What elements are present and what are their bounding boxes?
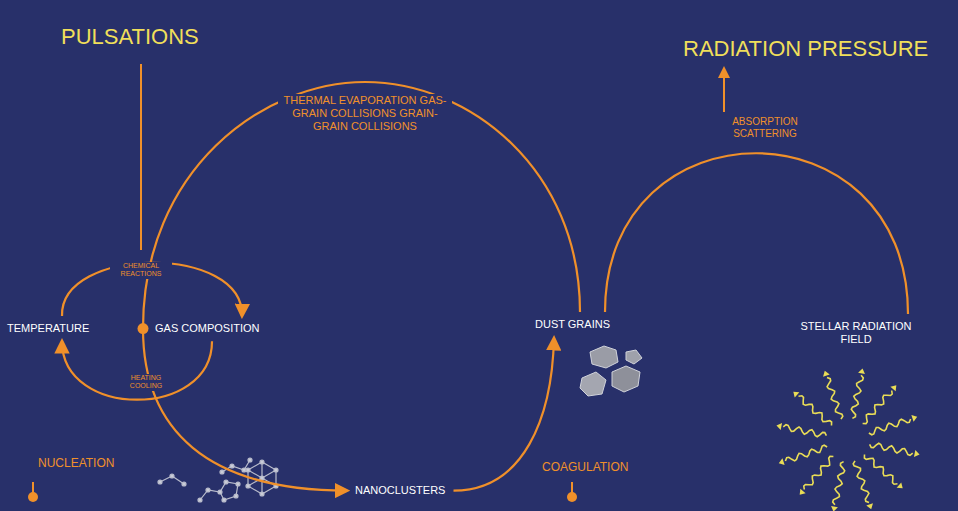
light-ray — [827, 377, 843, 419]
ray-head — [866, 503, 873, 509]
pressure-arrow — [723, 76, 725, 112]
ray-head — [779, 458, 785, 465]
radiation-star — [776, 368, 919, 511]
light-ray — [870, 443, 913, 455]
ray-head — [890, 385, 896, 391]
light-ray — [851, 375, 863, 418]
ray-head — [914, 450, 920, 457]
ray-head — [823, 371, 830, 377]
node-text: GAS COMPOSITION — [155, 322, 260, 335]
state-node: DUST GRAINS — [532, 316, 613, 333]
node-text: TEMPERATURE — [7, 322, 89, 335]
light-ray — [864, 455, 897, 485]
node-text: STELLAR RADIATION FIELD — [793, 320, 919, 346]
light-ray — [799, 396, 832, 426]
light-ray — [833, 462, 845, 505]
ray-head — [800, 489, 806, 495]
flow-arrow — [454, 338, 555, 490]
light-ray — [783, 425, 826, 437]
edge-label: THERMAL EVAPORATION GAS-GRAIN COLLISIONS… — [278, 94, 452, 134]
flow-arrow — [62, 341, 212, 400]
ray-head — [776, 423, 782, 430]
pin-dot — [567, 492, 577, 502]
junction-dot — [138, 323, 149, 334]
light-ray — [804, 456, 834, 489]
flow-arrow — [605, 153, 908, 314]
flow-arrow — [143, 329, 347, 491]
edge-label: CHEMICAL REACTIONS — [110, 262, 172, 279]
state-node: STELLAR RADIATION FIELD — [790, 318, 922, 348]
ray-head — [897, 482, 903, 488]
pin-dot — [28, 492, 38, 502]
process-label: COAGULATION — [540, 460, 630, 474]
arrow-head — [718, 66, 730, 78]
state-node: NANOCLUSTERS — [352, 482, 448, 499]
state-node: GAS COMPOSITION — [152, 320, 263, 337]
flow-arrow — [62, 263, 242, 316]
node-text: RADIATION PRESSURE — [683, 36, 928, 62]
light-ray — [869, 419, 911, 435]
light-ray — [785, 445, 827, 461]
dust-rocks — [580, 346, 642, 396]
heading-node: RADIATION PRESSURE — [680, 34, 931, 64]
process-label: NUCLEATION — [36, 456, 116, 470]
light-ray — [863, 391, 893, 424]
node-text: PULSATIONS — [61, 24, 199, 50]
ray-head — [911, 415, 917, 422]
ray-head — [831, 506, 838, 511]
pulsation-line — [140, 64, 142, 250]
flow-arrow — [143, 82, 580, 329]
edge-label: ABSORPTION SCATTERING — [722, 116, 808, 140]
heading-node: PULSATIONS — [58, 22, 202, 52]
ray-head — [858, 368, 865, 374]
state-node: TEMPERATURE — [4, 320, 92, 337]
ray-head — [793, 392, 799, 398]
edge-label: HEATING COOLING — [122, 374, 170, 391]
node-text: NANOCLUSTERS — [355, 484, 445, 497]
light-ray — [853, 461, 869, 503]
node-text: DUST GRAINS — [535, 318, 610, 331]
